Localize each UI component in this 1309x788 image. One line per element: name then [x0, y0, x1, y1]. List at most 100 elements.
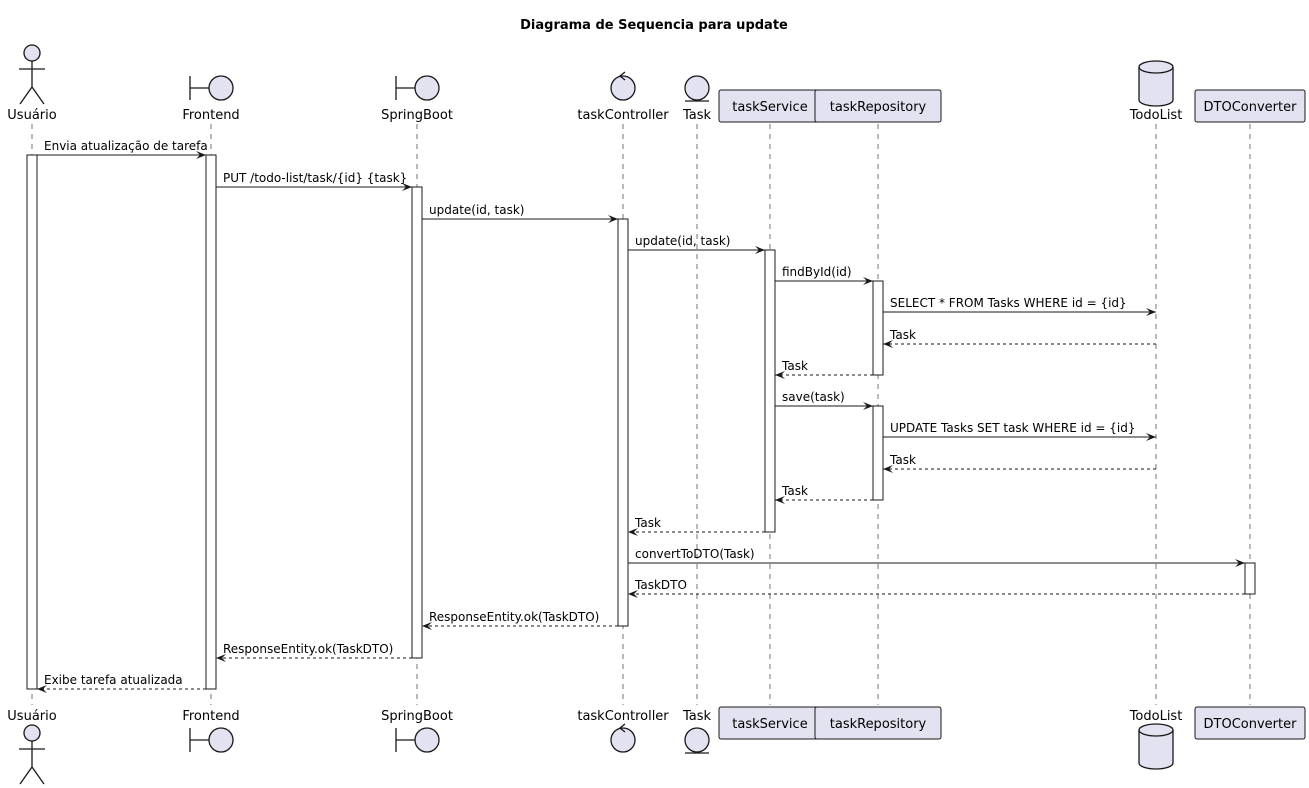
arrowhead: [402, 183, 412, 191]
actor-icon: [23, 44, 41, 62]
activation-bar-taskservice: [764, 249, 776, 533]
arrowhead: [628, 590, 638, 598]
message-14: convertToDTO(Task): [628, 547, 1245, 567]
participant-taskrepository-bottom: taskRepository: [814, 706, 942, 740]
participant-taskservice-bottom: taskService: [718, 706, 822, 740]
message-1: Envia atualização de tarefa: [37, 139, 208, 159]
boundary-bar: [189, 76, 209, 100]
actor-body: [19, 741, 45, 785]
participant-dtoconverter-top: DTOConverter: [1194, 89, 1306, 123]
participant-label: TodoList: [1129, 709, 1183, 724]
message-label: Task: [634, 516, 661, 530]
boundary-bar: [395, 728, 415, 752]
activation-bar-taskrepository: [872, 405, 884, 501]
database-rim: [1138, 729, 1174, 737]
participant-usuario-top: Usuário: [7, 44, 57, 123]
arrowhead: [37, 685, 47, 693]
message-label: Task: [889, 453, 916, 467]
participant-label: Usuário: [7, 108, 56, 123]
activation-bar-taskcontroller: [617, 218, 629, 627]
database-rim: [1138, 66, 1174, 74]
boundary-icon: [414, 75, 440, 101]
message-label: Envia atualização de tarefa: [44, 139, 208, 153]
participant-box: [1194, 89, 1306, 123]
arrowhead: [883, 465, 893, 473]
message-6: SELECT * FROM Tasks WHERE id = {id}: [883, 296, 1156, 316]
message-4: update(id, task): [628, 234, 765, 254]
participant-label: taskController: [577, 108, 669, 123]
participant-label: DTOConverter: [1204, 100, 1298, 115]
message-3: update(id, task): [422, 203, 618, 223]
participant-frontend-top: Frontend: [182, 75, 240, 123]
arrowhead: [1146, 308, 1156, 316]
participant-label: taskController: [577, 709, 669, 724]
actor-icon: [23, 724, 41, 742]
message-label: UPDATE Tasks SET task WHERE id = {id}: [890, 421, 1136, 435]
activation-bar-usuario: [26, 154, 38, 690]
arrowhead: [863, 277, 873, 285]
participant-dtoconverter-bottom: DTOConverter: [1194, 706, 1306, 740]
participant-frontend-bottom: Frontend: [182, 709, 240, 753]
boundary-icon: [208, 75, 234, 101]
participant-box: [814, 89, 942, 123]
message-11: Task: [883, 453, 1156, 473]
participant-taskcontroller-bottom: taskController: [577, 709, 669, 753]
message-label: save(task): [782, 390, 845, 404]
message-label: convertToDTO(Task): [635, 547, 755, 561]
participant-label: taskRepository: [830, 100, 927, 115]
arrowhead: [775, 496, 785, 504]
participant-label: DTOConverter: [1204, 717, 1298, 732]
control-icon: [610, 727, 636, 753]
participant-label: Task: [682, 108, 712, 123]
control-arrow: [618, 71, 626, 81]
message-7: Task: [883, 328, 1156, 348]
participant-label: SpringBoot: [381, 709, 453, 724]
entity-icon: [684, 727, 710, 753]
activation-bar-taskrepository: [872, 280, 884, 376]
message-label: ResponseEntity.ok(TaskDTO): [429, 610, 599, 624]
activation-bar-springboot: [411, 186, 423, 659]
arrowhead: [863, 402, 873, 410]
message-label: SELECT * FROM Tasks WHERE id = {id}: [890, 296, 1127, 310]
participant-label: TodoList: [1129, 108, 1183, 123]
control-icon: [610, 75, 636, 101]
arrowhead: [1235, 559, 1245, 567]
message-label: update(id, task): [635, 234, 730, 248]
arrowhead: [755, 246, 765, 254]
message-18: Exibe tarefa atualizada: [37, 673, 206, 693]
boundary-icon: [208, 727, 234, 753]
participant-label: SpringBoot: [381, 108, 453, 123]
participant-box: [814, 706, 942, 740]
message-15: TaskDTO: [628, 578, 1245, 598]
message-label: Task: [781, 484, 808, 498]
message-label: Task: [781, 359, 808, 373]
message-9: save(task): [775, 390, 873, 410]
participant-todolist-top: TodoList: [1129, 60, 1183, 123]
participant-taskcontroller-top: taskController: [577, 71, 669, 123]
activation-bars: [26, 154, 1256, 690]
message-label: ResponseEntity.ok(TaskDTO): [223, 642, 393, 656]
arrowhead: [883, 340, 893, 348]
diagram-title: Diagrama de Sequencia para update: [520, 18, 788, 33]
message-12: Task: [775, 484, 873, 504]
activation-bar-frontend: [205, 154, 217, 690]
participant-label: Task: [682, 709, 712, 724]
participant-label: taskService: [732, 717, 807, 732]
message-2: PUT /todo-list/task/{id} {task}: [216, 171, 412, 191]
participant-todolist-bottom: TodoList: [1129, 709, 1183, 770]
message-label: Exibe tarefa atualizada: [44, 673, 183, 687]
arrowhead: [196, 151, 206, 159]
message-label: Task: [889, 328, 916, 342]
message-16: ResponseEntity.ok(TaskDTO): [422, 610, 618, 630]
participant-label: taskRepository: [830, 717, 927, 732]
participant-taskrepository-top: taskRepository: [814, 89, 942, 123]
boundary-bar: [189, 728, 209, 752]
arrowhead: [608, 215, 618, 223]
message-10: UPDATE Tasks SET task WHERE id = {id}: [883, 421, 1156, 441]
message-13: Task: [628, 516, 765, 536]
message-8: Task: [775, 359, 873, 379]
arrowhead: [216, 654, 226, 662]
